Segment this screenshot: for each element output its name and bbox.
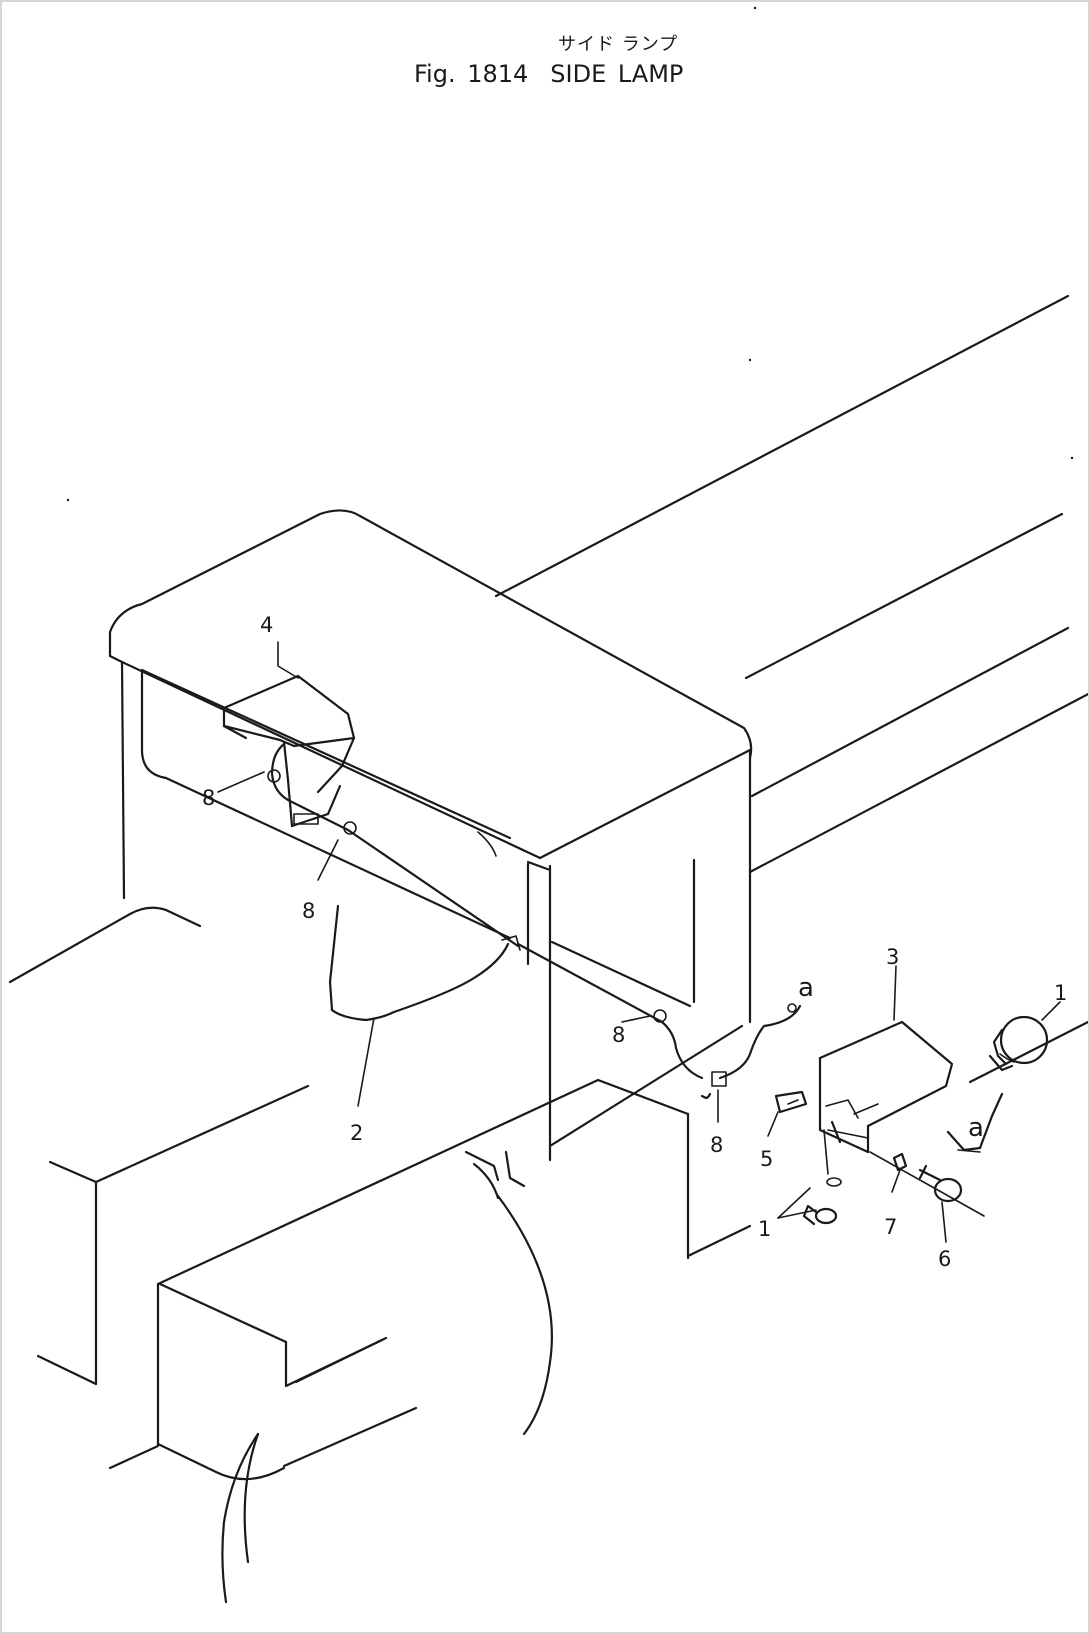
- part-2-wire-harness: [270, 742, 802, 1100]
- callout-2: 2: [350, 1121, 363, 1145]
- callout-8-right: 8: [710, 1133, 723, 1157]
- callout-8-center: 8: [612, 1023, 625, 1047]
- cab-housing: [108, 509, 753, 1162]
- callout-a-right: a: [968, 1113, 984, 1143]
- leader-lines: [217, 641, 1061, 1243]
- part-1-bulb: [802, 1177, 842, 1226]
- part-3-lamp-housing: [818, 1020, 954, 1154]
- part-4-bracket: [222, 674, 356, 828]
- connection-a-lines: [946, 1092, 1004, 1153]
- callout-3: 3: [886, 945, 899, 969]
- lower-body: [8, 906, 752, 1604]
- callout-8-left-top: 8: [202, 786, 215, 810]
- callout-5: 5: [760, 1147, 773, 1171]
- callout-7: 7: [884, 1215, 897, 1239]
- callout-4: 4: [260, 613, 273, 637]
- callout-a-top: a: [798, 973, 814, 1003]
- figure-number: Fig. 1814: [414, 60, 529, 88]
- callout-6: 6: [938, 1247, 951, 1271]
- callout-1-top: 1: [1054, 981, 1067, 1005]
- scan-specks: [66, 6, 1074, 502]
- machine-frame-rails: [494, 294, 1088, 1084]
- part-5-bracket: [774, 1090, 808, 1114]
- figure-title: Fig. 1814 SIDE LAMP: [414, 60, 683, 88]
- part-8-clips: [267, 769, 797, 1087]
- part-6-bolt: [918, 1164, 985, 1217]
- part-7-washer: [869, 1151, 953, 1199]
- callout-8-left-mid: 8: [302, 899, 315, 923]
- part-1-lamp: [988, 1015, 1049, 1072]
- title-japanese: サイド ランプ: [558, 34, 679, 55]
- callout-1-bottom: 1: [758, 1217, 771, 1241]
- callout-numbers: 4 8 8 2 8 8 5 3 1 1 7 6 a a: [202, 613, 1067, 1271]
- figure-title-text: SIDE LAMP: [550, 60, 684, 88]
